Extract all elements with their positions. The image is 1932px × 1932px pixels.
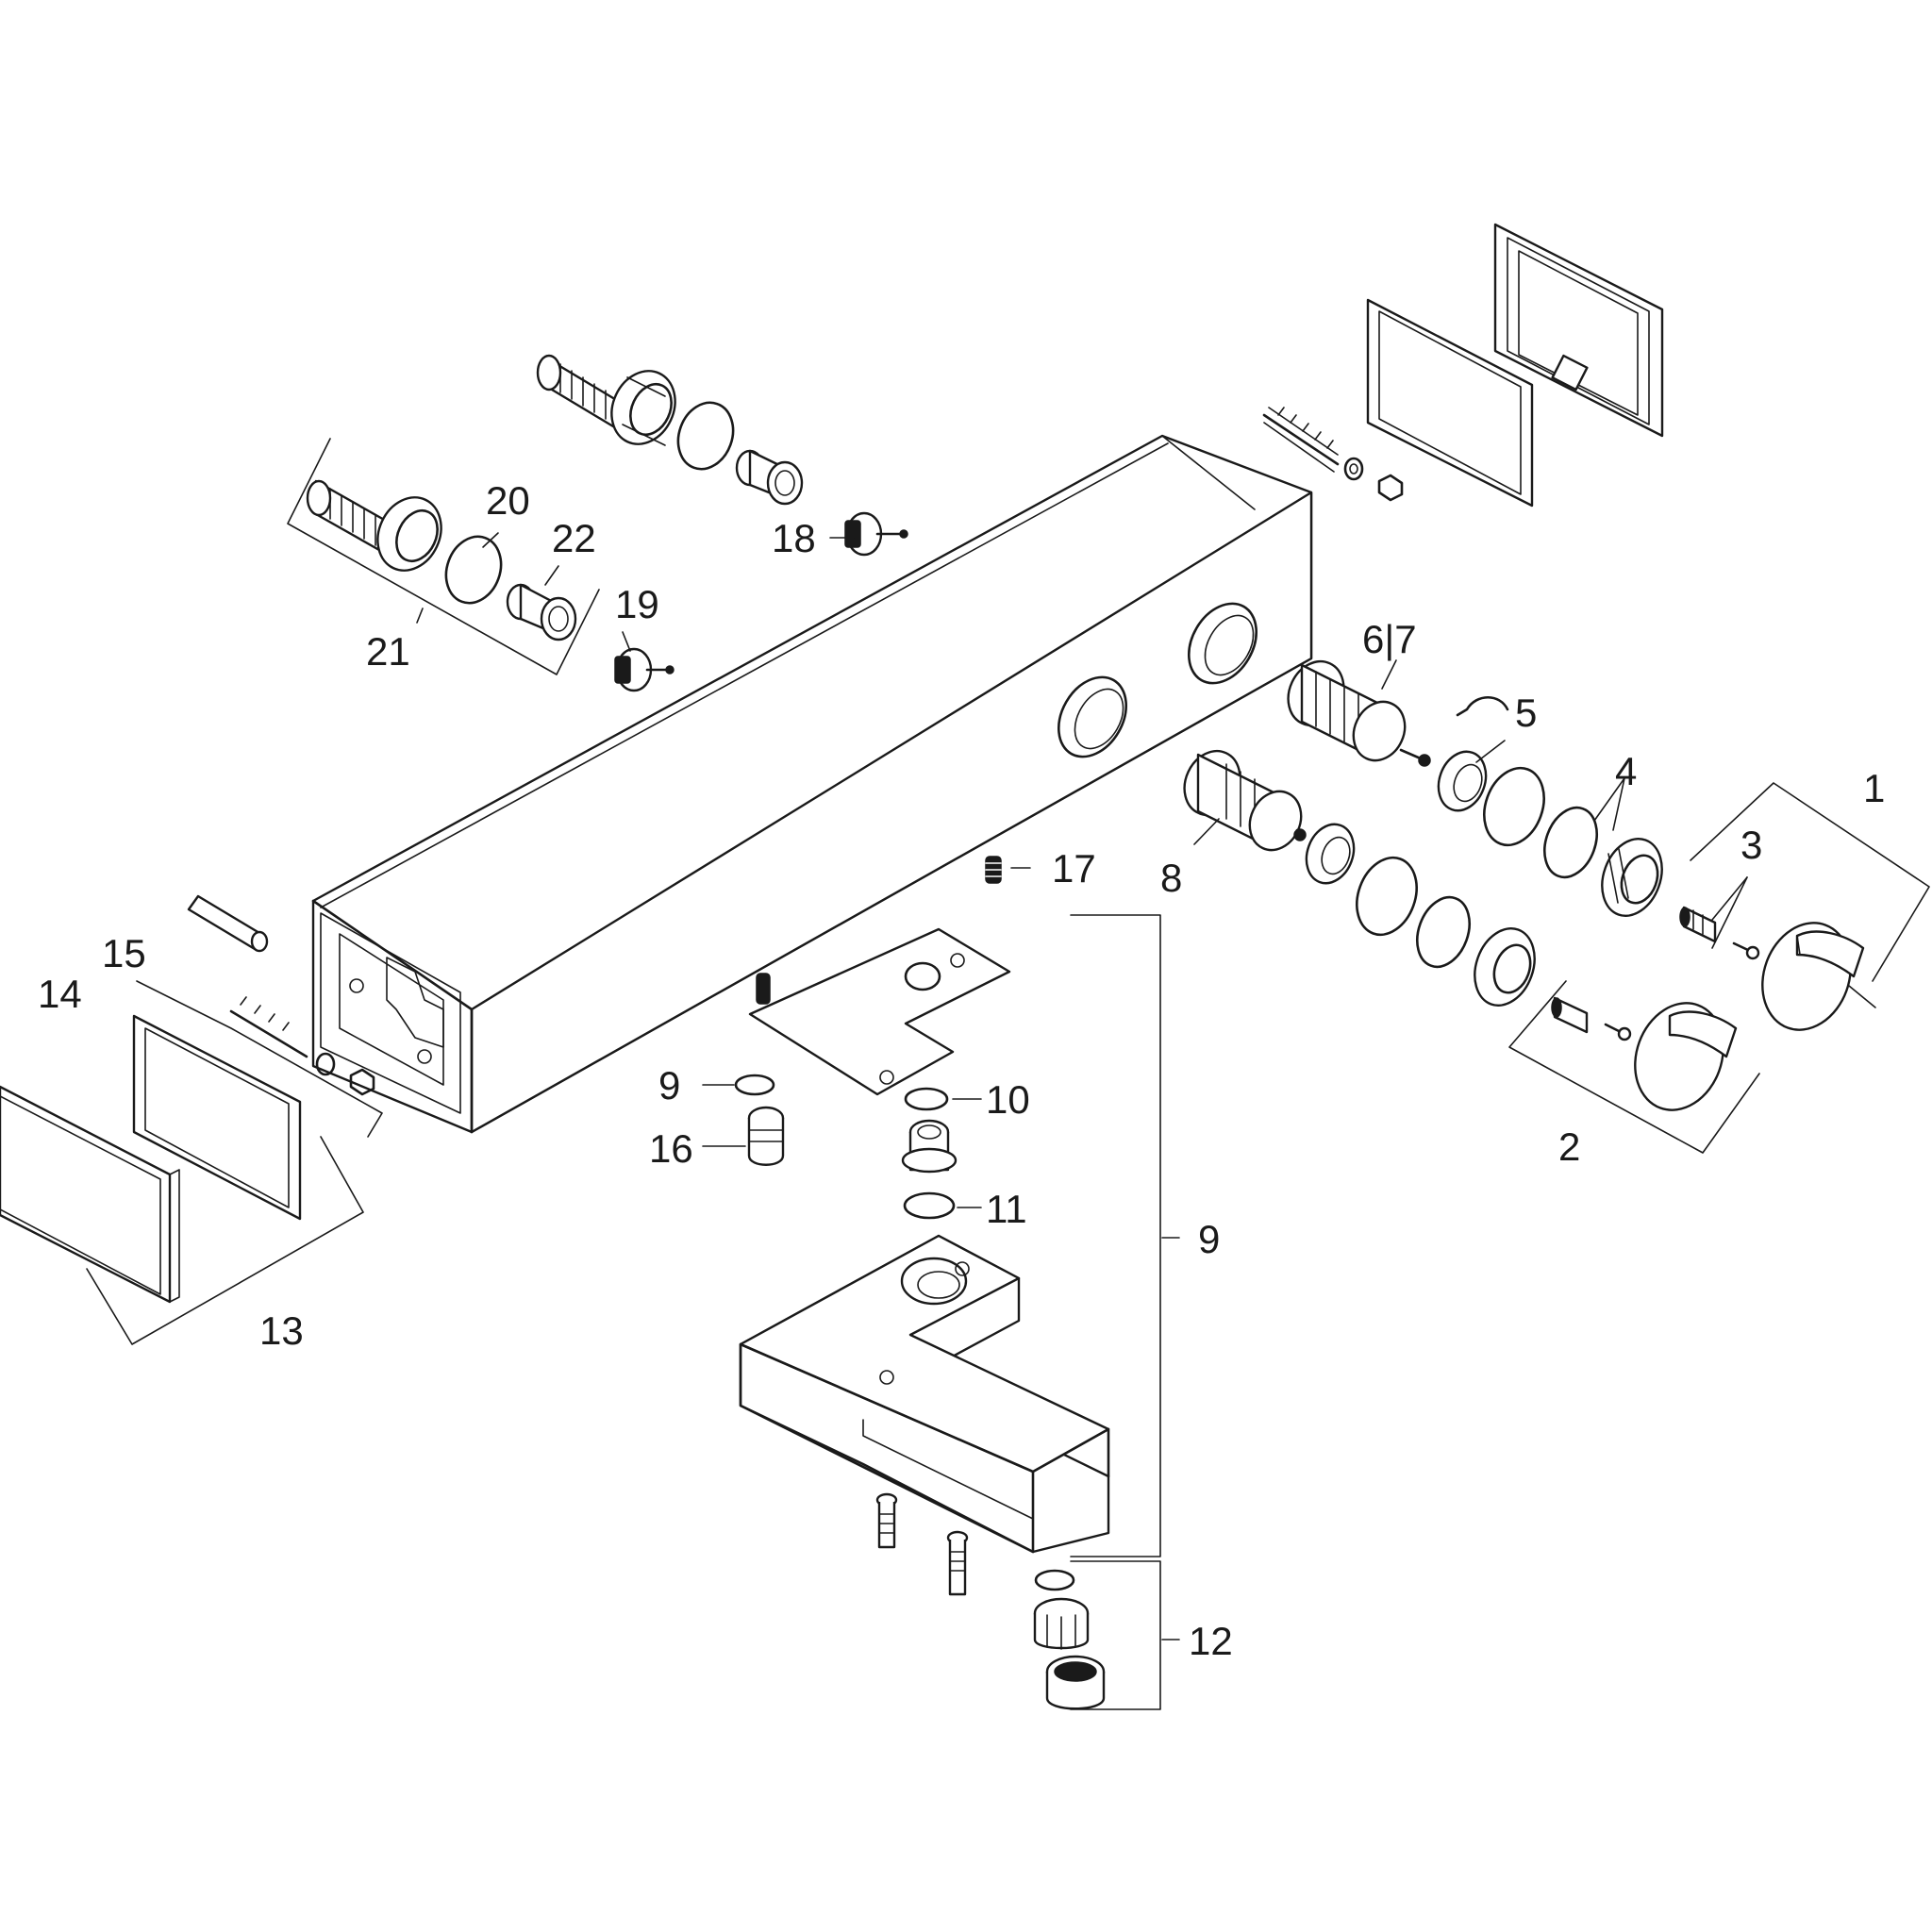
label-part-8: 8 [1160, 856, 1182, 900]
label-part-12: 12 [1189, 1619, 1233, 1663]
label-part-4: 4 [1615, 749, 1637, 793]
rear-wall-anchor [1262, 407, 1404, 502]
adapter-ring-4 [1601, 838, 1663, 917]
seal-ring-lower [1356, 856, 1418, 937]
label-part-14: 14 [38, 972, 82, 1016]
label-part-6-7: 6|7 [1362, 617, 1417, 661]
upper-inlet-elbow [536, 354, 676, 446]
cartridge-nut-5 [1437, 750, 1488, 812]
o-ring-9 [734, 1074, 775, 1096]
handle-1 [1761, 922, 1865, 1031]
label-part-3: 3 [1740, 823, 1762, 867]
label-part-17: 17 [1052, 846, 1096, 891]
label-part-5: 5 [1515, 691, 1537, 735]
o-ring-10 [904, 1087, 949, 1111]
bracket-13 [86, 1136, 364, 1345]
label-part-10: 10 [986, 1077, 1030, 1122]
rear-mounting-frame [1493, 223, 1664, 438]
label-part-1: 1 [1863, 766, 1885, 810]
main-body-housing [311, 434, 1313, 1134]
label-part-15: 15 [102, 931, 146, 975]
spindle-extension-lower [1551, 996, 1589, 1034]
aerator-insert [1033, 1597, 1090, 1650]
label-part-2: 2 [1558, 1124, 1580, 1169]
thermostatic-cartridge-6-7 [1287, 659, 1431, 767]
label-part-9-assembly: 9 [1198, 1217, 1220, 1261]
bracket-2 [1508, 980, 1760, 1154]
label-part-16: 16 [649, 1126, 693, 1171]
spout-body [739, 1234, 1110, 1554]
label-part-20: 20 [486, 478, 530, 523]
bracket-21 [287, 438, 600, 675]
o-ring-11 [903, 1191, 956, 1220]
leader-lines [416, 532, 1876, 1641]
bracket-12 [1070, 1560, 1161, 1710]
wall-screw-15 [229, 996, 375, 1096]
spindle-extension-3 [1679, 906, 1717, 943]
label-part-21: 21 [366, 629, 410, 674]
cover-plate-13 [0, 1085, 180, 1304]
set-screw-plate [756, 973, 771, 1005]
adapter-16 [747, 1106, 785, 1166]
label-part-22: 22 [552, 516, 596, 560]
handle-screw-lower [1604, 1023, 1632, 1041]
handle-2 [1634, 1002, 1738, 1111]
diverter-valve-19 [614, 647, 675, 692]
label-part-19: 19 [615, 582, 659, 626]
label-part-13: 13 [259, 1308, 304, 1353]
aerator-housing-12 [1045, 1655, 1106, 1710]
housing-port-lower [1058, 675, 1127, 758]
rear-gasket-plate [1366, 298, 1534, 508]
adapter-ring-lower [1474, 927, 1536, 1007]
o-ring-lower [1416, 895, 1471, 969]
lower-inlet-seal-ring [444, 535, 503, 605]
housing-port-upper [1188, 602, 1257, 685]
label-part-18: 18 [772, 516, 816, 560]
thermostatic-cartridge-8 [1183, 749, 1307, 852]
seal-ring-upper [1483, 766, 1545, 847]
cover-gasket-14 [132, 1014, 302, 1221]
label-part-11: 11 [986, 1187, 1027, 1231]
set-screw-17 [985, 856, 1002, 884]
lower-inlet-elbow [306, 479, 442, 572]
aerator-seal [1034, 1569, 1075, 1591]
upper-inlet-check-valve [735, 449, 804, 506]
cartridge-nut-lower [1305, 823, 1356, 885]
part-labels: 1 2 3 4 5 6|7 8 9 9 10 11 12 13 14 15 16… [38, 478, 1885, 1663]
connector-11 [901, 1119, 958, 1174]
bracket-15 [136, 980, 383, 1138]
spout-screw-right [946, 1530, 969, 1596]
label-part-9-ring: 9 [658, 1063, 680, 1108]
spout-mounting-plate [748, 927, 1011, 1096]
spout-screw-left [875, 1492, 898, 1549]
lower-inlet-check-valve [506, 583, 577, 641]
bracket-1 [1690, 782, 1930, 982]
o-ring-upper [1543, 806, 1598, 879]
handle-screw-upper [1732, 941, 1760, 960]
upper-inlet-seal-ring [676, 401, 735, 471]
diverter-valve-18 [844, 511, 908, 557]
retaining-clip-5 [1456, 695, 1509, 717]
bracket-9 [1070, 914, 1161, 1557]
wall-anchor-left-upper [187, 894, 269, 953]
